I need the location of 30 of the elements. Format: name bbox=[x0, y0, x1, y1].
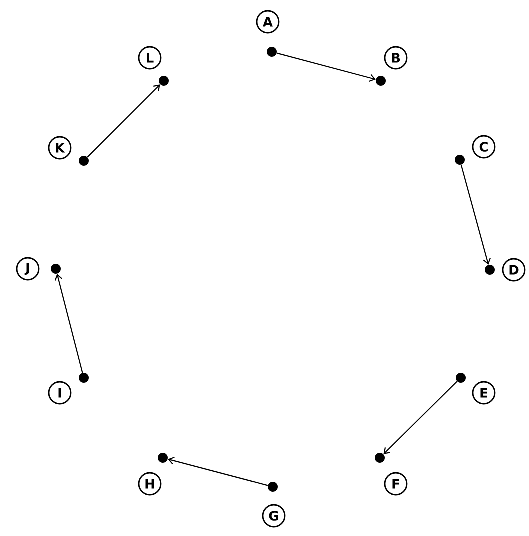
dot bbox=[79, 373, 89, 383]
dot bbox=[455, 155, 465, 165]
arrow bbox=[168, 456, 268, 486]
arrow bbox=[460, 164, 491, 265]
dot bbox=[376, 76, 386, 86]
letter-label: K bbox=[48, 136, 72, 160]
arrow bbox=[384, 381, 458, 454]
dot bbox=[158, 453, 168, 463]
dot bbox=[268, 482, 278, 492]
letter-label: J bbox=[16, 257, 40, 281]
dot bbox=[375, 453, 385, 463]
letter-label: F bbox=[384, 472, 408, 496]
letter-label: A bbox=[256, 10, 280, 34]
letter-label: E bbox=[472, 381, 496, 405]
dot bbox=[79, 156, 89, 166]
arrow bbox=[276, 52, 376, 82]
arrow bbox=[54, 274, 84, 374]
dot bbox=[485, 265, 495, 275]
arrow bbox=[87, 84, 160, 158]
letter-label: I bbox=[48, 381, 72, 405]
dot bbox=[159, 76, 169, 86]
dot bbox=[51, 264, 61, 274]
dot bbox=[267, 47, 277, 57]
letter-label: G bbox=[262, 504, 286, 528]
letter-label: H bbox=[138, 472, 162, 496]
dot bbox=[456, 373, 466, 383]
letter-label: D bbox=[502, 258, 526, 282]
letter-label: L bbox=[138, 46, 162, 70]
letter-label: B bbox=[384, 46, 408, 70]
letter-label: C bbox=[472, 135, 496, 159]
